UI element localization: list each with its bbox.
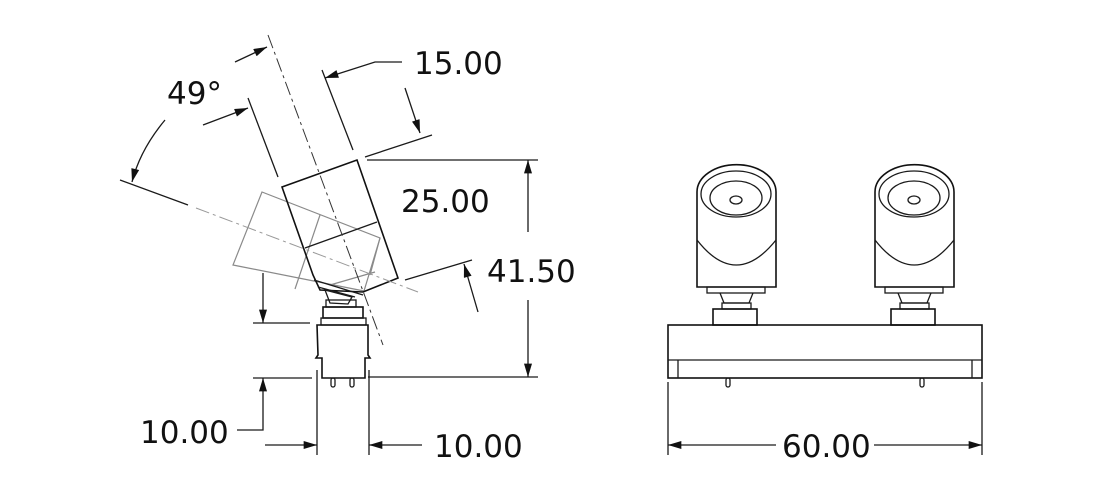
head-centerline (267, 34, 384, 346)
head-length-label: 25.00 (401, 184, 490, 220)
total-width-label: 60.00 (782, 429, 871, 465)
total-width-dimension: 60.00 (667, 382, 983, 465)
lamp-head-outline (280, 158, 400, 305)
front-view: 60.00 (667, 163, 983, 465)
base-socket (314, 299, 372, 388)
base-width-dimension: 10.00 (265, 429, 523, 465)
base-height-dimension: 10.00 (140, 273, 267, 451)
lamp-head-left (696, 163, 777, 326)
total-height-dimension: 41.50 (487, 159, 576, 377)
head-width-dimension: 15.00 (202, 46, 503, 126)
ghost-centerline (195, 207, 419, 293)
angle-dimension: 49° (131, 76, 222, 183)
head-width-label: 15.00 (414, 46, 503, 82)
head-length-dimension: 25.00 (401, 87, 490, 313)
base-height-label: 10.00 (140, 415, 229, 451)
lamp-head-right (874, 163, 955, 326)
base-width-label: 10.00 (434, 429, 523, 465)
angle-label: 49° (167, 76, 222, 112)
base-plate (667, 324, 983, 388)
side-view: 49° 15.00 25.00 41.50 10.00 (119, 34, 576, 465)
total-height-label: 41.50 (487, 254, 576, 290)
